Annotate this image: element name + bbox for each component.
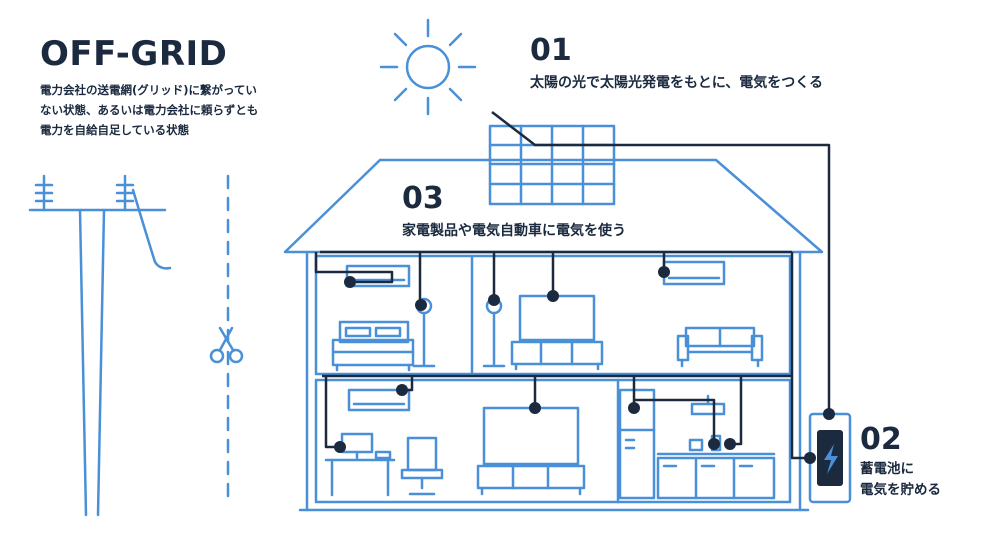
utility-pole-icon xyxy=(28,174,172,517)
kitchen-icon xyxy=(656,394,776,500)
step-03-number: 03 xyxy=(402,181,444,216)
description: 電力会社の送電網(グリッド)に繋がってい ない状態、あるいは電力会社に頼らずとも… xyxy=(40,80,340,140)
step-02: 02 蓄電池に 電気を貯める xyxy=(860,425,941,501)
sofa-icon xyxy=(676,326,764,368)
scissors-icon xyxy=(209,326,244,364)
step-01-number: 01 xyxy=(530,33,572,68)
page-title: OFF-GRID xyxy=(40,34,228,74)
bed-icon xyxy=(331,320,415,372)
step-03-text: 家電製品や電気自動車に電気を使う xyxy=(402,223,626,239)
tv-icon xyxy=(476,406,586,496)
step-01: 01 太陽の光で太陽光発電をもとに、電気をつくる xyxy=(530,36,823,92)
step-02-text-line: 蓄電池に xyxy=(860,461,914,477)
step-01-text: 太陽の光で太陽光発電をもとに、電気をつくる xyxy=(530,75,824,91)
description-line: 電力会社の送電網(グリッド)に繋がってい xyxy=(40,83,257,97)
air-conditioner-icon xyxy=(345,264,411,288)
solar-panel-icon xyxy=(488,124,616,206)
step-02-number: 02 xyxy=(860,422,902,457)
step-03: 03 家電製品や電気自動車に電気を使う xyxy=(402,184,626,240)
office-chair-icon xyxy=(400,436,444,496)
air-conditioner-icon xyxy=(347,388,411,412)
step-02-text-line: 電気を貯める xyxy=(860,482,941,498)
refrigerator-icon xyxy=(618,388,656,500)
desk-icon xyxy=(324,432,396,497)
tv-icon xyxy=(510,294,604,371)
description-line: ない状態、あるいは電力会社に頼らずとも xyxy=(40,103,259,117)
description-line: 電力を自給自足している状態 xyxy=(40,123,190,137)
bolt-icon xyxy=(824,444,838,474)
connection-dots xyxy=(334,266,835,464)
air-conditioner-icon xyxy=(662,260,726,286)
floor-lamp-icon xyxy=(482,297,506,368)
sun-icon xyxy=(379,18,477,116)
